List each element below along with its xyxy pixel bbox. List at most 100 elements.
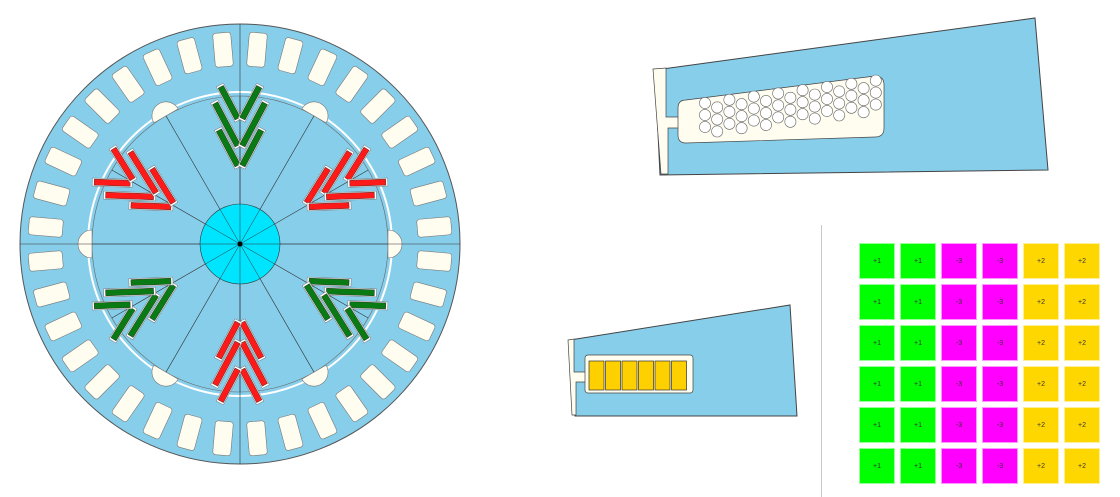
magnet-arm	[210, 338, 243, 389]
wire-strand	[796, 96, 809, 109]
wire-strand	[772, 87, 785, 100]
winding-cell: +2	[1064, 243, 1100, 279]
permanent-magnet	[93, 301, 131, 310]
wire-strand	[711, 113, 724, 126]
stator-slot	[381, 339, 418, 373]
stator-slot	[84, 364, 120, 400]
panel-divider	[821, 225, 822, 497]
winding-cell: +2	[1023, 325, 1059, 361]
winding-cell: +2	[1023, 284, 1059, 320]
permanent-magnet	[308, 202, 350, 211]
stator-slot	[360, 88, 396, 124]
winding-cell: +2	[1064, 325, 1100, 361]
magnet-arm	[215, 365, 243, 406]
stator-slot	[33, 281, 71, 308]
wire-strand	[808, 112, 821, 125]
conductor-bar	[588, 360, 605, 391]
permanent-magnet	[217, 367, 241, 403]
magnet-arm	[91, 177, 133, 188]
wire-strand	[735, 98, 748, 111]
wire-strand	[760, 95, 772, 107]
magnet-arm	[91, 300, 133, 311]
rotor-notch	[301, 101, 329, 124]
winding-cell: +2	[1064, 366, 1100, 402]
wire-strand	[857, 106, 870, 119]
magnet-arm	[237, 82, 265, 123]
stator-slot	[416, 216, 453, 238]
winding-cell: +1	[859, 243, 895, 279]
winding-cell: -3	[941, 448, 977, 484]
permanent-magnet	[110, 146, 136, 182]
shaft-spoke	[219, 243, 241, 279]
stator-slot	[44, 311, 82, 342]
permanent-magnet	[130, 277, 172, 286]
magnet-arm	[103, 286, 156, 298]
wire-strand	[747, 114, 760, 127]
permanent-magnet	[321, 293, 353, 338]
wire-strand	[772, 99, 785, 112]
wire-strand	[760, 119, 772, 131]
stator-slot	[62, 115, 99, 149]
winding-cell: -3	[982, 284, 1018, 320]
stator-slot	[307, 48, 338, 86]
wire-strand	[857, 94, 870, 107]
winding-cell: -3	[982, 366, 1018, 402]
wire-strand	[833, 85, 846, 98]
permanent-magnet	[239, 85, 263, 121]
shaft-spoke	[239, 243, 261, 279]
conductor-bar	[638, 360, 654, 391]
stator-slot	[111, 385, 145, 422]
magnet-arm	[147, 164, 179, 207]
wire-strand	[845, 89, 858, 102]
wire-strand	[735, 122, 748, 135]
wire-strand	[833, 109, 846, 122]
magnet-pole	[210, 318, 270, 406]
wire-strand	[711, 101, 724, 114]
wire-strand	[784, 91, 797, 104]
magnet-pole	[210, 82, 270, 170]
magnet-arm	[128, 276, 174, 287]
magnet-arm	[147, 281, 179, 324]
wire-strand	[833, 97, 846, 110]
wire-strand	[747, 102, 760, 115]
magnet-arm	[103, 190, 156, 202]
stator-slot	[176, 37, 203, 75]
stator-slot	[27, 216, 64, 238]
stator-slot	[381, 115, 418, 149]
winding-cell: +2	[1064, 407, 1100, 443]
stator-slot	[277, 37, 304, 75]
magnet-arm	[214, 318, 243, 362]
stator-slot	[335, 66, 369, 103]
magnet-arm	[108, 304, 138, 344]
shaft-spoke	[205, 223, 241, 245]
stator-slot	[277, 413, 304, 451]
rotor-notch	[151, 364, 179, 387]
wire-strand	[796, 84, 809, 97]
stator-slot	[84, 88, 120, 124]
stator-slot	[246, 31, 268, 68]
winding-cell: +2	[1023, 448, 1059, 484]
stator-slot	[62, 339, 99, 373]
winding-cell: -3	[982, 325, 1018, 361]
magnet-pole	[301, 276, 389, 344]
rotor-notch	[301, 364, 329, 387]
magnet-pole	[91, 144, 179, 212]
wire-strand	[845, 77, 858, 90]
magnet-arm	[324, 190, 377, 202]
stator-slot	[360, 364, 396, 400]
winding-cell: +2	[1023, 407, 1059, 443]
permanent-magnet	[215, 320, 241, 360]
wire-strand	[808, 100, 821, 113]
wire-strand	[723, 117, 736, 130]
stator-slot	[398, 146, 436, 177]
stator-slot	[246, 420, 268, 457]
conductor-bar	[671, 360, 687, 391]
stator-slot	[307, 402, 338, 440]
magnet-arm	[301, 281, 333, 324]
stator-slot	[335, 385, 369, 422]
wire-strand	[699, 121, 711, 133]
winding-cell: +1	[859, 448, 895, 484]
wire-strand	[723, 93, 736, 106]
magnet-arm	[237, 365, 265, 406]
